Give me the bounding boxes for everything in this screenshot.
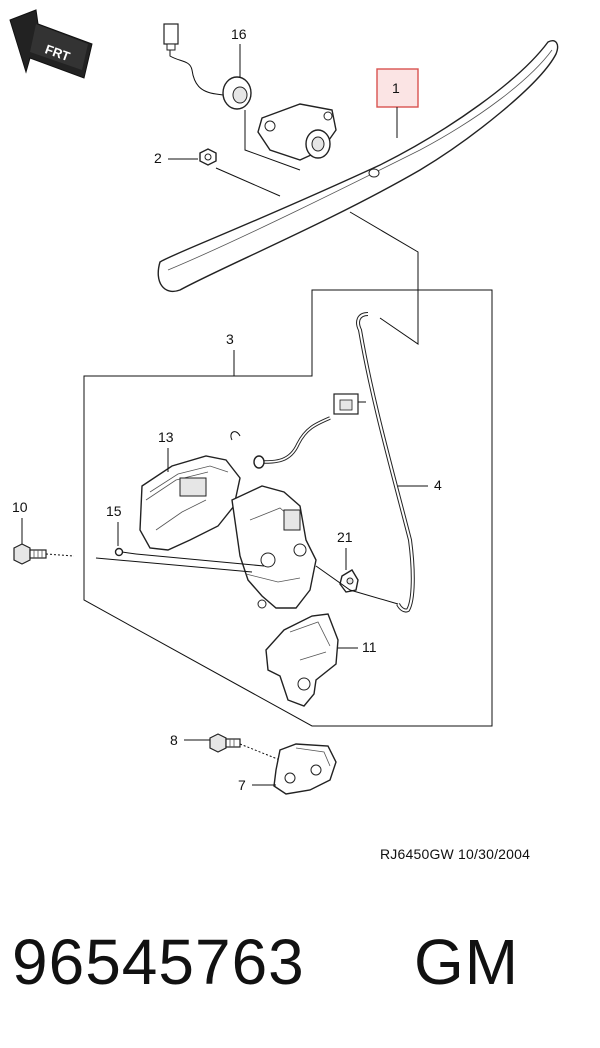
part-11-latch-cover [265,613,339,707]
callout-21: 21 [337,529,353,545]
part-number-band: 96545763 GM [0,912,600,1012]
part-16-lock-cylinder [163,23,337,161]
part-number: 96545763 [12,926,305,998]
front-arrow-icon: FRT [9,9,93,79]
callout-2: 2 [154,150,162,166]
part-1-handle-garnish [157,40,559,293]
callout-8: 8 [170,732,178,748]
part-10-bolt [13,543,75,565]
callout-11: 11 [362,639,377,655]
callout-3: 3 [226,331,234,347]
callout-4: 4 [434,477,442,493]
callout-16: 16 [231,26,247,42]
callout-7: 7 [238,777,246,793]
callout-13: 13 [158,429,174,445]
callout-15: 15 [106,503,122,519]
latch-mechanism [231,485,317,609]
actuator-wire-harness [253,393,366,469]
assembly-box-3 [83,289,493,727]
part-4-release-rod [356,312,415,613]
part-2-nut [199,148,217,166]
part-8-bolt [209,733,241,753]
callout-box-1 [376,68,419,108]
part-15-screw [114,547,137,557]
callout-10: 10 [12,499,28,515]
part-13-actuator [139,431,241,551]
brand-label: GM [414,926,520,998]
part-7-striker [273,743,337,795]
drawing-code: RJ6450GW 10/30/2004 [380,846,531,862]
callout-1: 1 [392,80,400,96]
